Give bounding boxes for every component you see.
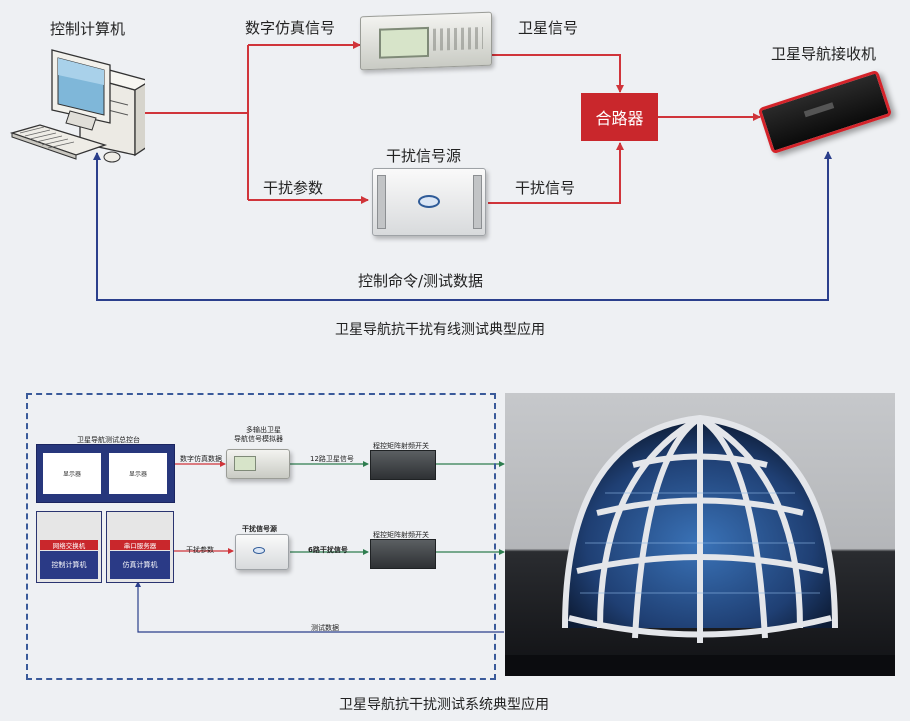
monitor-2: 显示器 [109, 453, 167, 494]
arrow-b-test-data [135, 581, 504, 633]
rf-switch-2-label: 程控矩阵射频开关 [373, 531, 429, 539]
arrow-sim-to-combiner [492, 54, 624, 93]
simulator-screen [379, 26, 429, 59]
console-title: 卫星导航测试总控台 [77, 436, 140, 444]
sim-computer-strip: 仿真计算机 [110, 551, 170, 579]
monitor-2-label: 显示器 [128, 471, 147, 478]
control-computer-strip: 控制计算机 [40, 551, 98, 579]
control-computer-label: 控制计算机 [50, 20, 126, 38]
jammer-source-label: 干扰信号源 [386, 147, 462, 165]
net-switch-strip: 网络交换机 [40, 540, 98, 550]
bottom-caption: 卫星导航抗干扰测试系统典型应用 [339, 697, 549, 713]
combiner-box: 合路器 [581, 93, 658, 141]
jammer-device [372, 168, 486, 236]
multi-sim-label-2: 导航信号模拟器 [234, 435, 283, 443]
digital-sim-signal-label: 数字仿真信号 [245, 19, 336, 37]
console-cabinet-left: 网络交换机 控制计算机 [36, 511, 102, 583]
b-jammer-label: 干扰信号源 [242, 525, 277, 533]
control-computer-icon [9, 45, 152, 180]
monitor-1-label: 显示器 [62, 471, 81, 478]
multi-sim-label-1: 多输出卫星 [246, 426, 281, 434]
signal-simulator-device [360, 11, 492, 71]
jam-params-label: 干扰参数 [263, 179, 324, 197]
rf-switch-2 [370, 539, 436, 569]
console-cabinet-right: 串口服务器 仿真计算机 [106, 511, 174, 583]
jammer-logo-icon [418, 195, 440, 208]
arrow-jammer-to-combiner [488, 142, 624, 204]
b-jam-params-label: 干扰参数 [186, 546, 214, 554]
satellite-signal-label: 卫星信号 [518, 19, 579, 37]
combiner-label: 合路器 [595, 109, 644, 128]
control-command-label: 控制命令/测试数据 [358, 272, 484, 290]
sat-12-label: 12路卫星信号 [310, 455, 354, 463]
b-jammer-device [235, 534, 289, 570]
digital-sim-data-label: 数字仿真数据 [180, 455, 222, 463]
anechoic-dome-image [505, 393, 895, 676]
monitor-1: 显示器 [43, 453, 101, 494]
jam-6-label: 6路干扰信号 [308, 546, 348, 554]
receiver-label: 卫星导航接收机 [771, 45, 877, 63]
test-data-label: 测试数据 [311, 624, 339, 632]
console-monitor-panel: 显示器 显示器 [36, 444, 175, 503]
test-system-dashed-frame [26, 393, 496, 680]
serial-server-strip: 串口服务器 [110, 540, 170, 550]
top-caption: 卫星导航抗干扰有线测试典型应用 [335, 322, 545, 338]
rf-switch-1 [370, 450, 436, 480]
rf-switch-1-label: 程控矩阵射频开关 [373, 442, 429, 450]
multi-output-simulator [226, 449, 290, 479]
jam-signal-label: 干扰信号 [515, 179, 576, 197]
